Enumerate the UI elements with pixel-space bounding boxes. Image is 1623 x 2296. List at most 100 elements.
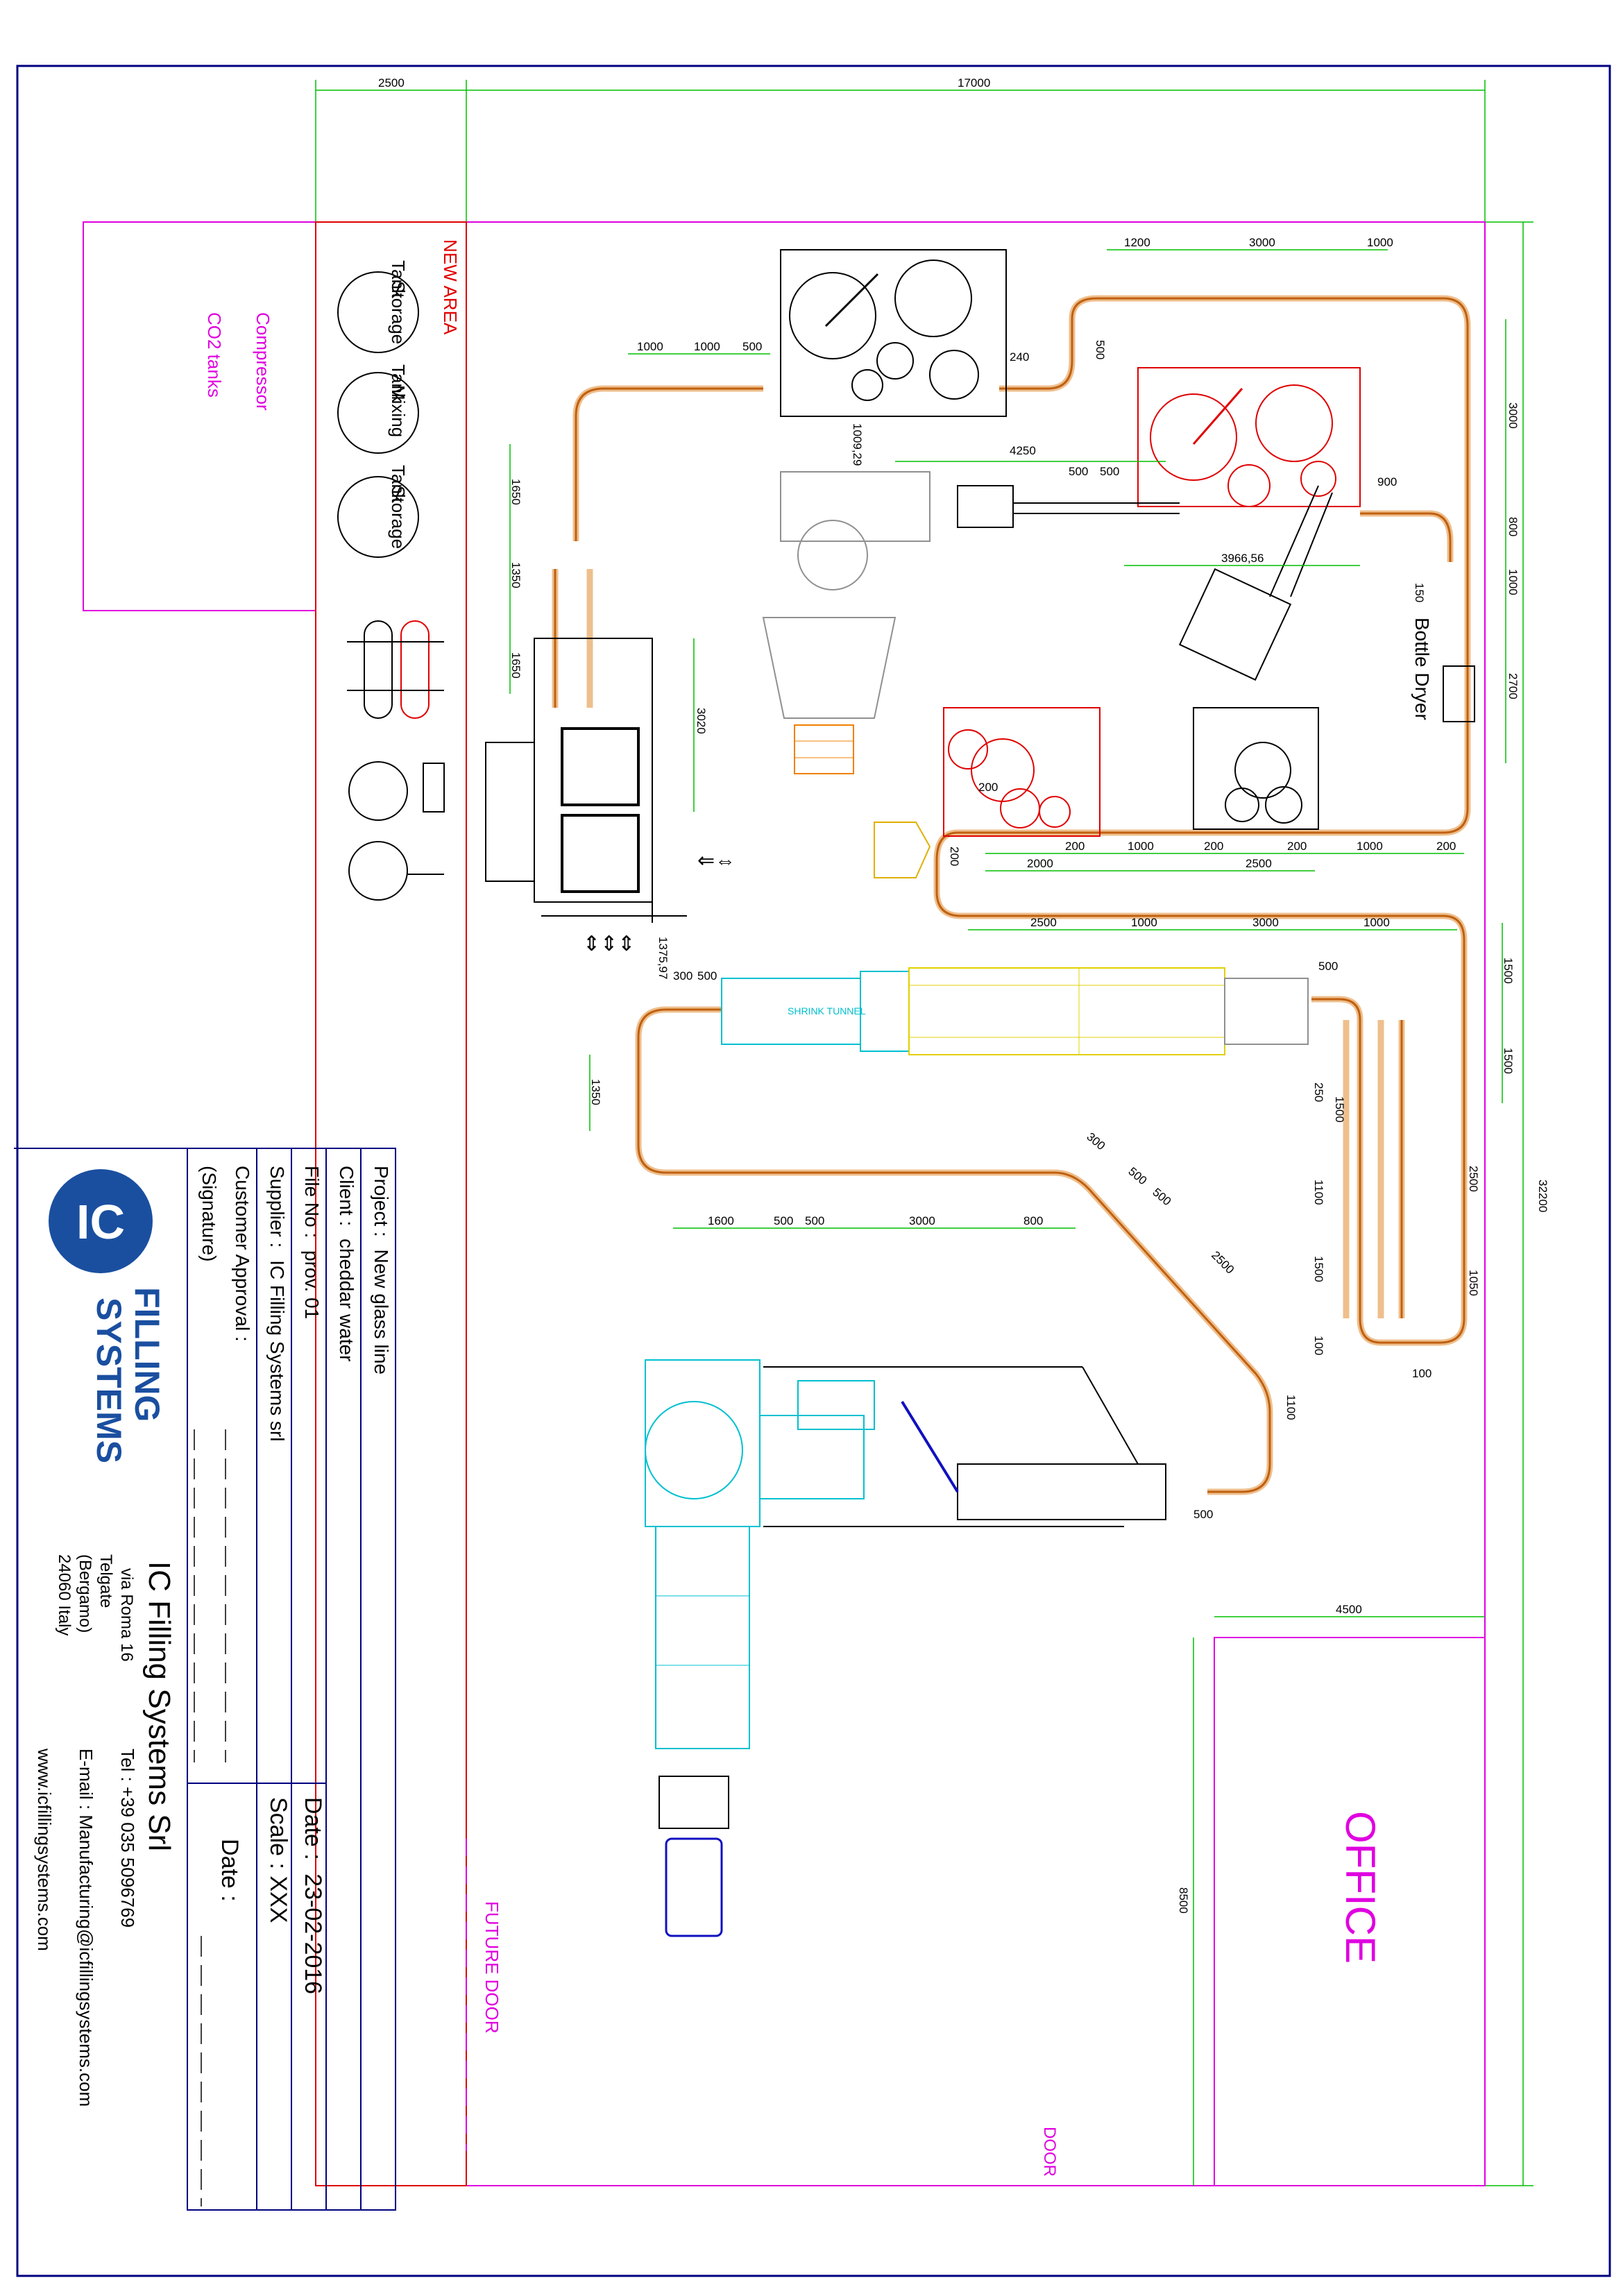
dim: 300	[1084, 1130, 1107, 1153]
detail-dimensions: 1200 3000 1000 3000 800 1000 2700 1000 1…	[509, 236, 1520, 1521]
client-value: cheddar water	[336, 1239, 357, 1361]
dim: 4250	[1010, 444, 1036, 457]
dim: 1000	[1506, 569, 1520, 595]
dim: 300	[673, 969, 692, 983]
new-area-outline	[315, 221, 467, 2186]
dim: 3020	[695, 708, 708, 734]
dim: 1200	[1124, 236, 1150, 249]
dim: 3966,56	[1221, 552, 1264, 565]
dim: 1000	[1128, 840, 1154, 853]
future-door-label: FUTURE DOOR	[482, 1901, 502, 2034]
dim: 1100	[1312, 1180, 1325, 1205]
dim: 1500	[1502, 1048, 1515, 1074]
dim: 2500	[1467, 1166, 1480, 1192]
svg-text:Project : New glass line: Project : New glass line	[371, 1166, 392, 1375]
dim: 500	[1193, 1508, 1213, 1521]
client-label: Client :	[336, 1166, 357, 1226]
cap-elevator	[1178, 485, 1333, 681]
dim: 1000	[1131, 916, 1157, 929]
dim: 1000	[637, 340, 663, 353]
scale-label: Scale :	[265, 1797, 291, 1869]
dim-right-total: 32200	[1536, 1180, 1549, 1212]
svg-text:Date : 23-02-2016: Date : 23-02-2016	[300, 1797, 326, 1994]
tank-label: MixingTank	[388, 364, 409, 437]
company-name: IC Filling Systems Srl	[142, 1561, 176, 1851]
bottle-dryer-label: Bottle Dryer	[1411, 618, 1433, 720]
dim: 3000	[1506, 402, 1520, 429]
dim: 2000	[1027, 857, 1053, 870]
tank-storage-1: StorageTank	[337, 260, 419, 353]
company-tel: Tel : +39 035 5096769	[117, 1749, 138, 1928]
bottle-unscrambler	[762, 471, 1180, 719]
door-label: DOOR	[1040, 2127, 1059, 2177]
dim-top-total: 17000	[958, 76, 990, 90]
company-block: IC FILLING SYSTEMS IC Filling Systems Sr…	[34, 1169, 176, 2107]
title-block: Project : New glass line Client : chedda…	[14, 1148, 396, 2211]
shrink-wrapper: SHRINK TUNNEL	[721, 967, 1309, 1055]
project-label: Project :	[371, 1166, 392, 1237]
arrow-icon: ⇐⇔	[697, 849, 736, 872]
dim: 200	[948, 847, 961, 866]
dim: 1000	[694, 340, 720, 353]
dim: 250	[1312, 1082, 1325, 1102]
tank-mixing: MixingTank	[337, 364, 419, 454]
scale-value: XXX	[265, 1876, 291, 1923]
dim: 240	[1010, 350, 1029, 364]
overall-dimensions: 2500 17000 32200	[315, 76, 1549, 2186]
logo-mark: IC	[76, 1195, 125, 1249]
cabinet-yellow	[874, 822, 931, 878]
dim: 2500	[1246, 857, 1272, 870]
dim: 1000	[1357, 840, 1383, 853]
tank-storage-2: StorageTank	[337, 465, 419, 558]
tank-label: StorageTank	[388, 465, 409, 549]
dim: 200	[1204, 840, 1223, 853]
file-value: prov. 01	[301, 1250, 323, 1319]
sheet-border	[16, 65, 1611, 2277]
shrink-tunnel-label: SHRINK TUNNEL	[788, 1005, 866, 1017]
co2-tanks-label: CO2 tanks	[204, 312, 225, 398]
dim: 2500	[1209, 1248, 1237, 1276]
dim: 1000	[1363, 916, 1390, 929]
project-value: New glass line	[371, 1249, 392, 1375]
dim: 1650	[509, 479, 522, 505]
dim: 100	[1412, 1367, 1431, 1380]
rinser-filler-capper	[780, 249, 1007, 417]
dim: 800	[1023, 1214, 1043, 1227]
logo-line-2: SYSTEMS	[90, 1298, 128, 1463]
company-address-1: via Roma 16	[117, 1568, 136, 1662]
bottle-dryer: Bottle Dryer	[1411, 618, 1475, 722]
dim-office-h: 8500	[1177, 1887, 1190, 1914]
dim: 1500	[1312, 1256, 1325, 1282]
svg-text:Scale : XXX: Scale : XXX	[265, 1797, 291, 1923]
labeller-red	[943, 707, 1101, 837]
dim: 2500	[1030, 916, 1057, 929]
compressor-label: Compressor	[253, 312, 273, 411]
dim: 1350	[589, 1079, 602, 1105]
dim: 500	[805, 1214, 824, 1227]
office-area: 4500 8500 OFFICE	[1177, 1603, 1486, 2186]
tank-label: StorageTank	[388, 260, 409, 344]
date-label: Date :	[300, 1797, 326, 1860]
compressor-room	[83, 221, 316, 611]
labeller-black	[1193, 707, 1319, 830]
dim: 500	[697, 969, 717, 983]
office-label: OFFICE	[1337, 1811, 1384, 1964]
dim: 1100	[1284, 1395, 1298, 1420]
dim: 1500	[1333, 1096, 1346, 1123]
signature-label: (Signature)	[198, 1166, 220, 1262]
dim: 1500	[1502, 958, 1515, 984]
palletiser	[645, 1359, 1166, 1937]
dim: 1000	[1367, 236, 1393, 249]
dim: 500	[1094, 340, 1107, 359]
dim: 3000	[1252, 916, 1279, 929]
dim: 1650	[509, 652, 522, 679]
file-label: File No :	[301, 1166, 323, 1238]
dim: 500	[1069, 465, 1088, 478]
logo-line-1: FILLING	[128, 1287, 167, 1422]
filter-units	[348, 761, 445, 901]
dim: 500	[742, 340, 762, 353]
dim: 200	[1065, 840, 1085, 853]
dim: 1600	[708, 1214, 734, 1227]
new-area-label: NEW AREA	[440, 239, 461, 335]
